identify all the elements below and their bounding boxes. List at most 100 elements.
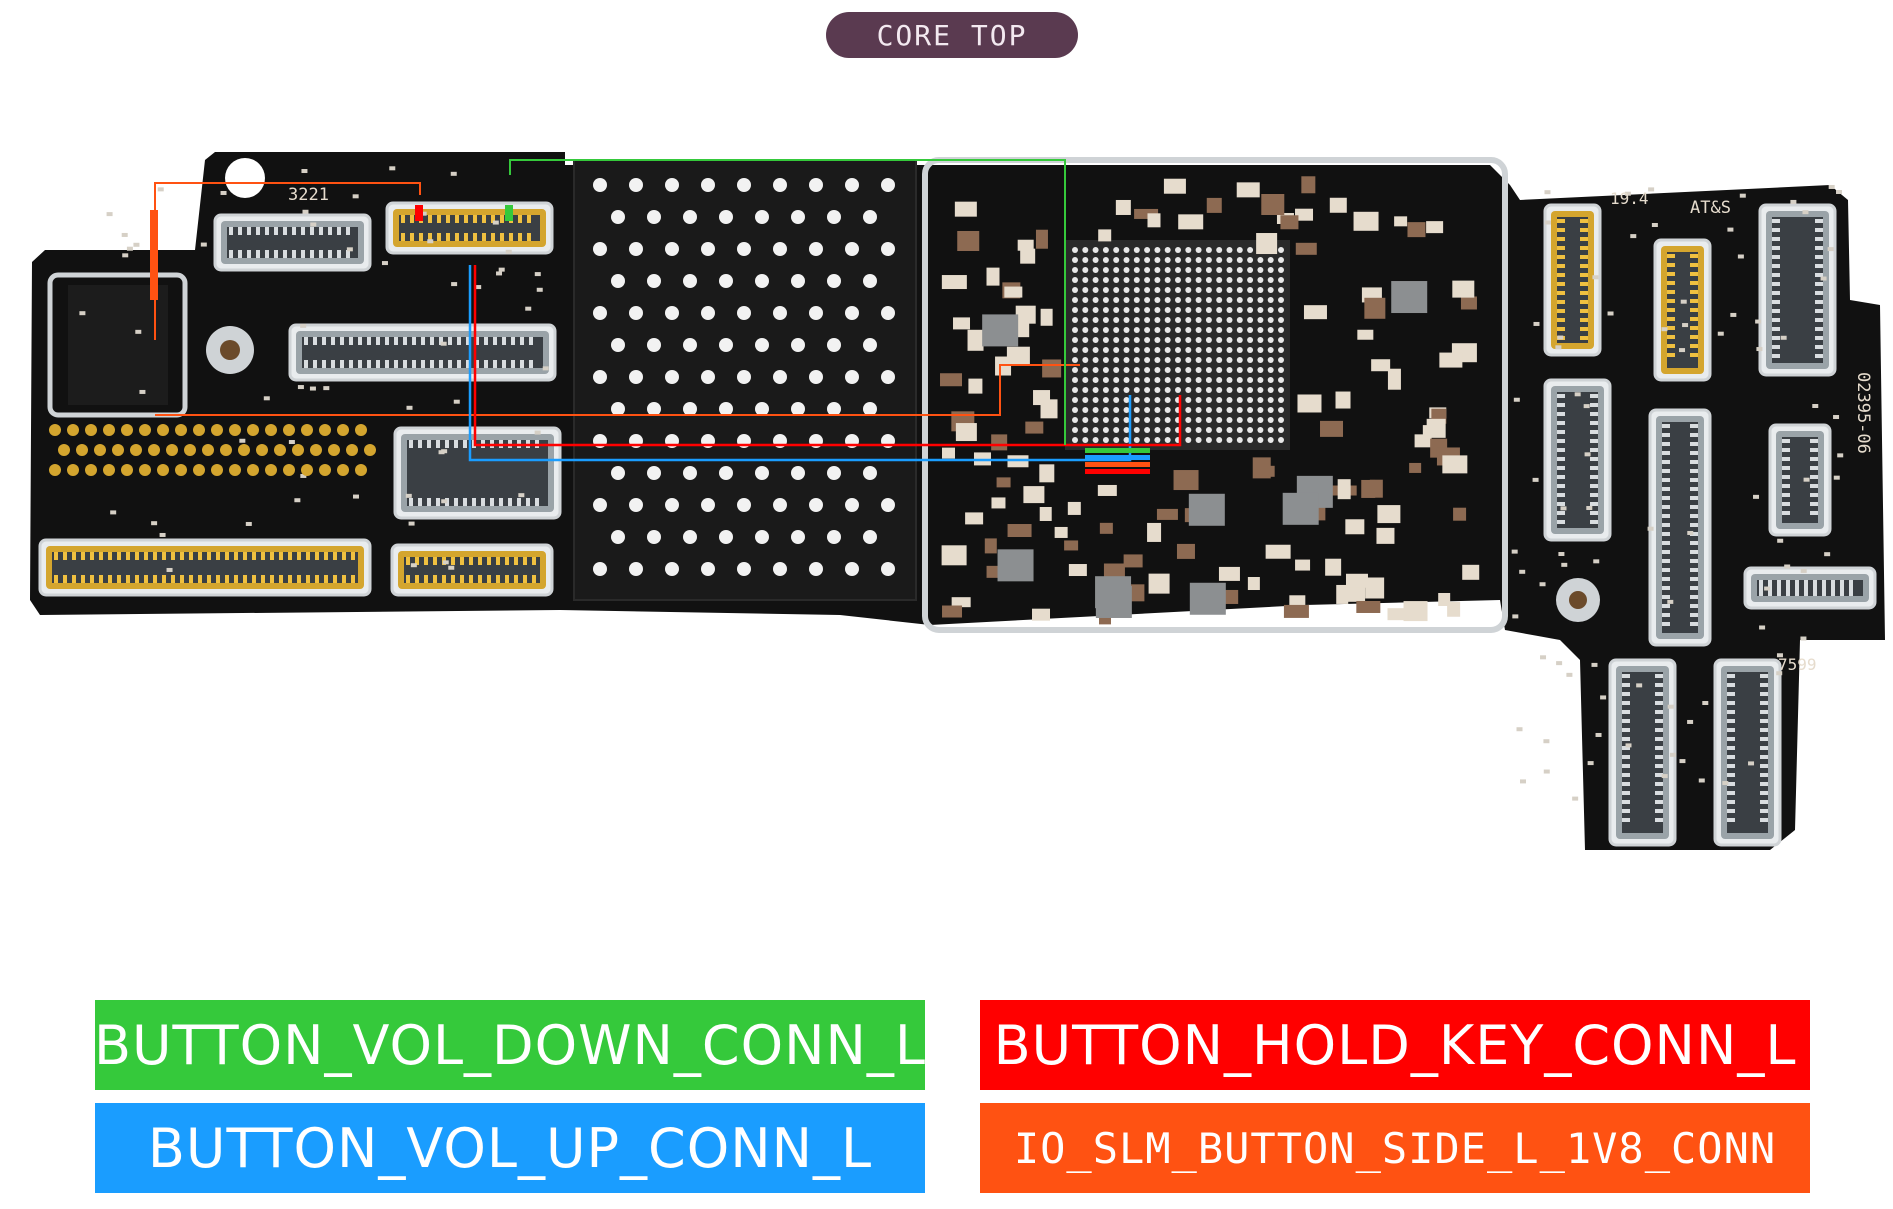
connector-pin <box>532 557 536 565</box>
small-pad <box>1759 625 1766 630</box>
smd-pad <box>1345 573 1368 588</box>
connector-pin <box>1760 746 1768 750</box>
connector-pin <box>108 552 112 560</box>
connector-pin <box>1667 353 1675 357</box>
soc-ball <box>1216 297 1223 303</box>
connector-pin <box>493 337 497 345</box>
connector-pin <box>1655 755 1663 759</box>
test-point <box>310 444 322 456</box>
soc-ball <box>1144 267 1151 273</box>
soc-ball <box>1195 267 1202 273</box>
soc-ball <box>1226 377 1233 383</box>
smd-pad <box>968 378 983 394</box>
small-pad <box>1630 234 1637 239</box>
connector-pin <box>1557 273 1565 277</box>
connector-pin <box>466 337 470 345</box>
soc-ball <box>1102 427 1109 433</box>
bga-ball <box>827 210 841 224</box>
soc-ball <box>1195 337 1202 343</box>
smd-pad <box>955 423 977 442</box>
connector-pin <box>514 557 518 565</box>
smd-pad <box>1387 608 1410 621</box>
soc-ball <box>1164 317 1171 323</box>
connector-pin <box>523 575 527 583</box>
soc-ball <box>1082 347 1089 353</box>
connector-pin <box>1760 800 1768 804</box>
smd-pad <box>941 447 955 459</box>
connector-pin <box>1580 309 1588 313</box>
soc-ball <box>1226 427 1233 433</box>
connector-pin <box>1557 219 1565 223</box>
connector-pin <box>331 337 335 345</box>
inductor-pad <box>982 314 1019 347</box>
test-point <box>103 424 115 436</box>
connector-pin <box>1690 559 1698 563</box>
soc-ball <box>1092 377 1099 383</box>
small-pad <box>448 565 455 570</box>
soc-ball <box>1092 417 1099 423</box>
connector-pin <box>410 215 414 223</box>
test-point <box>184 444 196 456</box>
connector-pin <box>1690 541 1698 545</box>
connector-pin <box>448 360 452 368</box>
connector-pin <box>54 552 58 560</box>
connector-pin <box>1580 246 1588 250</box>
connector-pin <box>331 360 335 368</box>
test-point <box>139 424 151 436</box>
small-pad <box>310 222 317 227</box>
soc-ball <box>1133 427 1140 433</box>
small-pad <box>1519 779 1526 784</box>
connector-pin <box>292 250 296 258</box>
soc-ball <box>1113 277 1120 283</box>
connector-pin <box>72 552 76 560</box>
connector-pin <box>1557 412 1565 416</box>
connector-pin <box>1727 800 1735 804</box>
bga-ball <box>665 242 679 256</box>
connector-pin <box>1557 318 1565 322</box>
silk-19-4: 19.4 <box>1610 189 1649 208</box>
connector-pin <box>473 233 477 241</box>
smd-pad <box>957 230 980 251</box>
soc-ball <box>1144 287 1151 293</box>
connector-pin <box>1622 791 1630 795</box>
soc-ball <box>1072 287 1078 293</box>
smd-pad <box>995 356 1012 376</box>
connector-pin <box>247 227 251 235</box>
soc-ball <box>1216 427 1223 433</box>
bga-ball <box>773 370 787 384</box>
connector-pin <box>252 575 256 583</box>
connector-pin <box>1590 403 1598 407</box>
small-pad <box>1592 275 1599 280</box>
soc-ball <box>1175 277 1181 283</box>
connector-pin <box>1772 327 1780 331</box>
connector-pin <box>433 557 437 565</box>
soc-ball <box>1164 267 1171 273</box>
soc-ball <box>1195 317 1202 323</box>
connector-core <box>1557 217 1588 343</box>
soc-ball <box>1082 367 1089 373</box>
connector-pin <box>1727 737 1735 741</box>
connector-core <box>407 440 548 506</box>
connector-pin <box>1590 394 1598 398</box>
connector-pin <box>451 575 455 583</box>
soc-ball <box>1113 407 1120 413</box>
small-pad <box>1777 538 1784 543</box>
soc-ball <box>1123 277 1130 283</box>
bga-ball <box>827 402 841 416</box>
soc-ball <box>1195 357 1202 363</box>
soc-ball <box>1164 297 1171 303</box>
smd-pad <box>942 605 963 618</box>
connector-pin <box>1622 674 1630 678</box>
connector-pin <box>333 575 337 583</box>
silk-part-number: 02395-06 <box>1853 372 1873 454</box>
soc-ball <box>1164 407 1171 413</box>
connector-pin <box>509 233 513 241</box>
soc-ball <box>1154 267 1161 273</box>
soc-ball <box>1123 347 1130 353</box>
test-point <box>319 464 331 476</box>
small-pad <box>352 194 359 199</box>
test-point <box>238 444 250 456</box>
small-pad <box>505 249 512 254</box>
connector-pin <box>288 575 292 583</box>
soc-ball <box>1133 347 1140 353</box>
